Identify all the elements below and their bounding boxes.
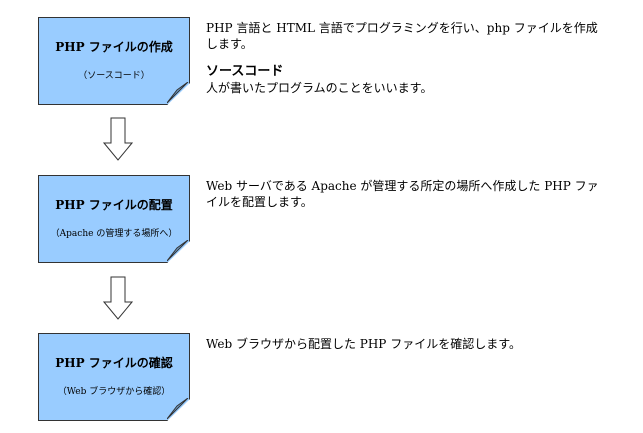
step-description: PHP 言語と HTML 言語でプログラミングを行い、php ファイルを作成しま… [206,20,606,96]
step-subtitle: （ソースコード） [78,71,150,81]
step-subtitle: （Web ブラウザから確認） [57,387,171,397]
step-subtitle: （Apache の管理する場所へ） [50,229,178,239]
step-title: PHP ファイルの配置 [55,198,173,212]
down-arrow-icon [103,276,133,320]
description-text: PHP 言語と HTML 言語でプログラミングを行い、php ファイルを作成しま… [206,21,598,51]
term-definition: 人が書いたプログラムのことをいいます。 [206,81,433,95]
step-title: PHP ファイルの作成 [55,40,173,54]
term-heading: ソースコード [206,64,284,79]
step-box-deploy: PHP ファイルの配置 （Apache の管理する場所へ） [38,175,190,263]
step-box-verify: PHP ファイルの確認 （Web ブラウザから確認） [38,333,190,421]
step-description: Web ブラウザから配置した PHP ファイルを確認します。 [206,336,606,352]
page-curl-icon [167,398,189,420]
description-text: Web サーバである Apache が管理する所定の場所へ作成した PHP ファ… [206,179,599,209]
description-text: Web ブラウザから配置した PHP ファイルを確認します。 [206,337,521,351]
page-curl-icon [167,240,189,262]
step-description: Web サーバである Apache が管理する所定の場所へ作成した PHP ファ… [206,178,606,210]
step-box-create: PHP ファイルの作成 （ソースコード） [38,17,190,105]
down-arrow-icon [103,117,133,161]
page-curl-icon [167,82,189,104]
step-title: PHP ファイルの確認 [55,356,173,370]
